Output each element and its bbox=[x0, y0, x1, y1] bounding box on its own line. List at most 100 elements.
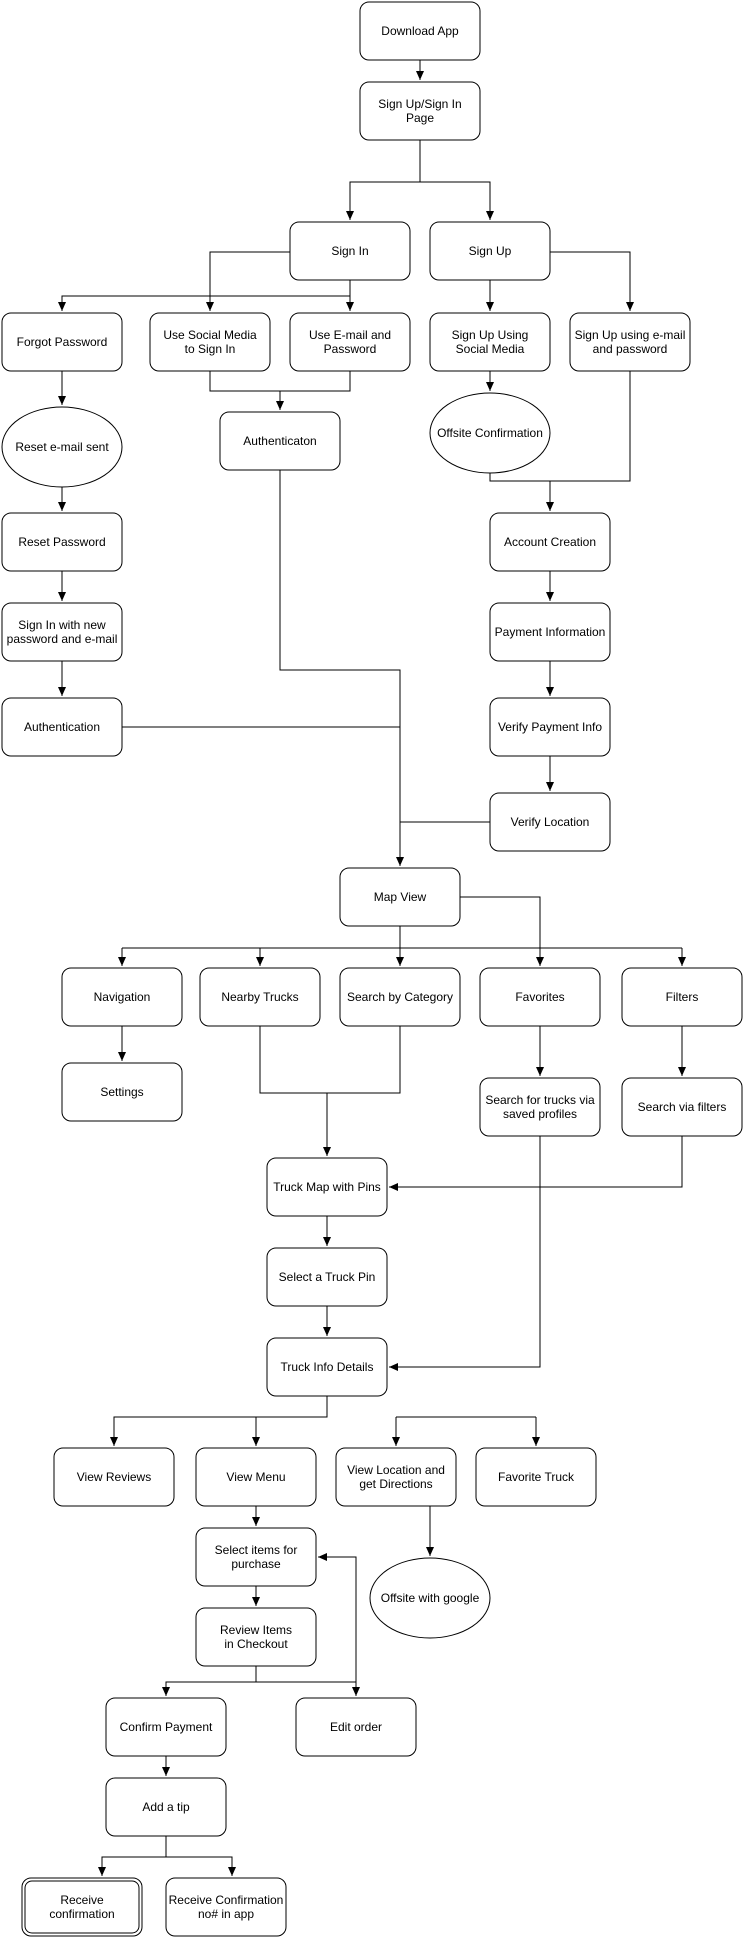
node-label: Search by Category bbox=[347, 990, 453, 1004]
rounded-box-shape bbox=[489, 512, 611, 572]
connector-arrow bbox=[58, 295, 350, 311]
node-label: Receive bbox=[60, 1893, 104, 1907]
node-label: Edit order bbox=[330, 1720, 382, 1734]
node-label: Favorite Truck bbox=[498, 1470, 575, 1484]
connector-arrow bbox=[318, 1553, 357, 1682]
rounded-box-shape bbox=[195, 1527, 317, 1587]
rounded-box-shape bbox=[195, 1607, 317, 1667]
connector-arrow bbox=[259, 1026, 401, 1094]
node-view-menu: View Menu bbox=[195, 1447, 317, 1507]
rounded-box-shape bbox=[621, 967, 743, 1027]
connector-arrow bbox=[489, 371, 631, 482]
node-label: Review Items bbox=[220, 1623, 292, 1637]
node-label: Map View bbox=[374, 890, 427, 904]
node-label: Authentication bbox=[24, 720, 100, 734]
connector-arrow bbox=[98, 1836, 167, 1876]
rounded-box-shape bbox=[105, 1697, 227, 1757]
rounded-box-shape bbox=[489, 602, 611, 662]
node-label: Confirm Payment bbox=[120, 1720, 213, 1734]
node-label: Search for trucks via bbox=[485, 1093, 595, 1107]
node-label: Settings bbox=[100, 1085, 143, 1099]
node-authenticaton: Authenticaton bbox=[219, 411, 341, 471]
node-label: Sign In with new bbox=[18, 618, 106, 632]
node-reset-pw: Reset Password bbox=[1, 512, 123, 572]
rounded-box-shape bbox=[489, 792, 611, 852]
rounded-box-shape bbox=[569, 312, 691, 372]
rounded-box-shape bbox=[266, 1337, 388, 1397]
node-forgot: Forgot Password bbox=[1, 312, 123, 372]
rounded-box-shape bbox=[1, 697, 123, 757]
node-label: Offsite Confirmation bbox=[437, 426, 543, 440]
node-label: Payment Information bbox=[495, 625, 606, 639]
node-truck-info: Truck Info Details bbox=[266, 1337, 388, 1397]
node-label: Offsite with google bbox=[381, 1591, 480, 1605]
node-map-view: Map View bbox=[339, 867, 461, 927]
rounded-box-shape bbox=[359, 1, 481, 61]
node-label: Sign Up bbox=[469, 244, 512, 258]
rounded-box-shape bbox=[621, 1077, 743, 1137]
rounded-box-shape bbox=[335, 1447, 457, 1507]
rounded-box-shape bbox=[53, 1447, 175, 1507]
rounded-box-shape bbox=[489, 697, 611, 757]
node-settings: Settings bbox=[61, 1062, 183, 1122]
node-label: Forgot Password bbox=[17, 335, 108, 349]
node-label: Search via filters bbox=[638, 1100, 727, 1114]
node-label: Social Media bbox=[456, 342, 525, 356]
node-confirm-payment: Confirm Payment bbox=[105, 1697, 227, 1757]
node-offsite-conf: Offsite Confirmation bbox=[429, 392, 551, 474]
node-edit-order: Edit order bbox=[295, 1697, 417, 1757]
node-label: Verify Location bbox=[511, 815, 590, 829]
node-label: and password bbox=[593, 342, 668, 356]
node-label: View Location and bbox=[347, 1463, 445, 1477]
rounded-box-shape bbox=[1, 602, 123, 662]
node-label: Reset Password bbox=[18, 535, 105, 549]
node-label: Favorites bbox=[515, 990, 564, 1004]
rounded-box-shape bbox=[165, 1877, 287, 1937]
ellipse-shape bbox=[1, 406, 123, 488]
node-label: Authenticaton bbox=[243, 434, 316, 448]
node-navigation: Navigation bbox=[61, 967, 183, 1027]
node-label: Sign Up using e-mail bbox=[575, 328, 686, 342]
inner-border-shape bbox=[24, 1880, 140, 1934]
rounded-box-shape bbox=[429, 312, 551, 372]
rounded-box-shape bbox=[295, 1697, 417, 1757]
node-verify-payment: Verify Payment Info bbox=[489, 697, 611, 757]
rounded-box-shape bbox=[149, 312, 271, 372]
rounded-box-shape bbox=[105, 1777, 227, 1837]
node-select-pin: Select a Truck Pin bbox=[266, 1247, 388, 1307]
node-download: Download App bbox=[359, 1, 481, 61]
node-nearby: Nearby Trucks bbox=[199, 967, 321, 1027]
rounded-box-shape bbox=[61, 1062, 183, 1122]
node-label: Sign In bbox=[331, 244, 368, 258]
rounded-box-shape bbox=[289, 312, 411, 372]
rounded-box-shape bbox=[199, 967, 321, 1027]
rounded-box-shape bbox=[339, 867, 461, 927]
flowchart-edges bbox=[58, 60, 686, 1876]
node-label: Add a tip bbox=[142, 1800, 190, 1814]
node-authentication: Authentication bbox=[1, 697, 123, 757]
node-label: Receive Confirmation bbox=[169, 1893, 284, 1907]
connector-arrow bbox=[279, 470, 404, 866]
node-label: Use E-mail and bbox=[309, 328, 391, 342]
node-label: View Reviews bbox=[77, 1470, 151, 1484]
rounded-box-shape bbox=[266, 1157, 388, 1217]
node-truck-map: Truck Map with Pins bbox=[266, 1157, 388, 1217]
node-add-tip: Add a tip bbox=[105, 1777, 227, 1837]
connector-arrow bbox=[206, 251, 290, 311]
connector-arrow bbox=[110, 1396, 328, 1446]
node-label: Truck Info Details bbox=[281, 1360, 374, 1374]
node-label: View Menu bbox=[226, 1470, 285, 1484]
node-payment-info: Payment Information bbox=[489, 602, 611, 662]
node-label: to Sign In bbox=[185, 342, 236, 356]
rounded-box-shape bbox=[1, 312, 123, 372]
